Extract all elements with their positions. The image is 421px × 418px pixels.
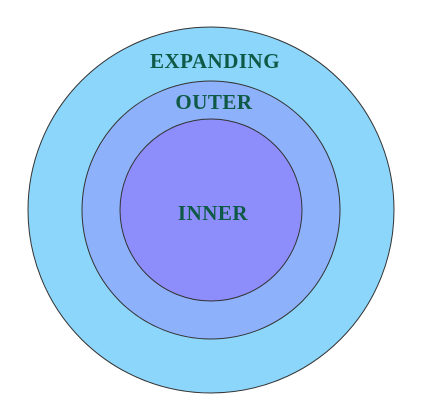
outer-label: OUTER [175, 90, 253, 114]
inner-label: INNER [178, 201, 249, 225]
expanding-label: EXPANDING [150, 49, 280, 73]
inner-circle [119, 118, 303, 302]
